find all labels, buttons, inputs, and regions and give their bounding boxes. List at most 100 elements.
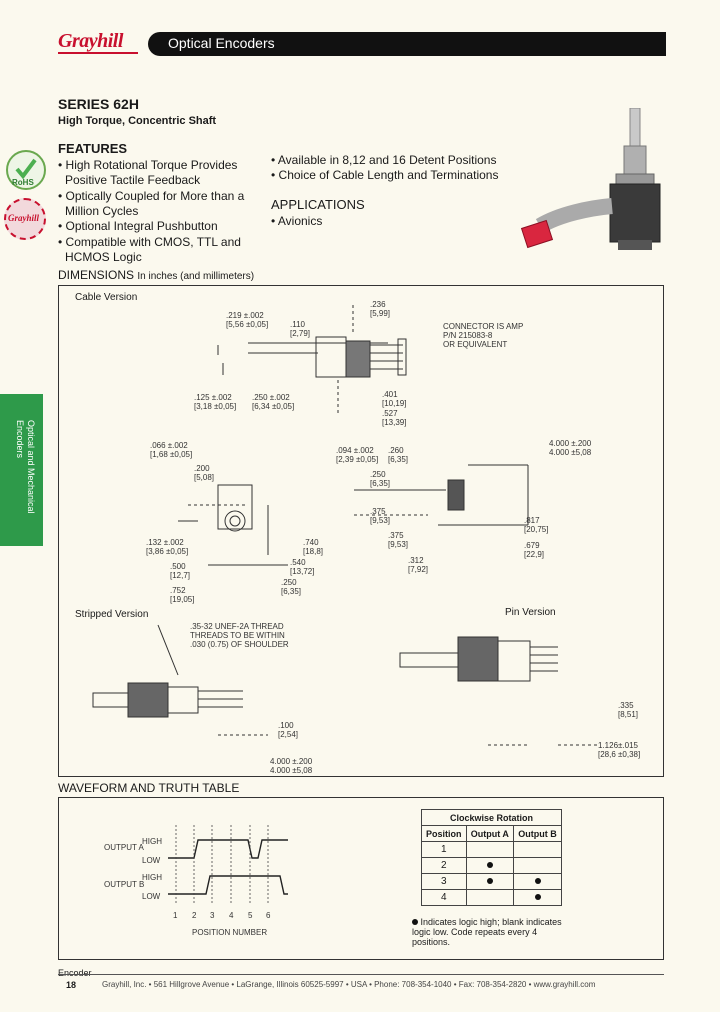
logic-high-dot (534, 878, 541, 884)
dim-label: .236[5,99] (370, 300, 391, 318)
pin-version-label: Pin Version (505, 607, 556, 618)
position-cell: 2 (421, 857, 467, 874)
stamp-label: Grayhill (8, 213, 40, 223)
features-heading: FEATURES (58, 141, 128, 156)
series-title: SERIES 62H (58, 96, 139, 112)
feature-line: • Optional Integral Pushbutton (58, 219, 218, 233)
series-subtitle: High Torque, Concentric Shaft (58, 115, 217, 127)
dim-label: .132 ±.002[3,86 ±0,05] (146, 538, 189, 556)
waveform-heading: WAVEFORM AND TRUTH TABLE (58, 781, 240, 795)
dim-label: 1.126±.015[28,6 ±0,38] (598, 741, 641, 759)
dimension-drawings (92, 305, 598, 746)
dim-label: .250[6,35] (281, 578, 302, 596)
table-row: 3 (421, 873, 562, 890)
low-label: LOW (142, 856, 161, 865)
output-a-cell (465, 841, 515, 858)
dim-label: .094 ±.002[2,39 ±0,05] (336, 446, 379, 464)
table-row: 1 (421, 841, 562, 858)
dimensions-units: In inches (and millimeters) (137, 271, 255, 282)
position-cell: 4 (421, 889, 467, 906)
dim-label: .219 ±.002[5,56 ±0,05] (226, 311, 269, 329)
footer-divider (58, 974, 664, 975)
quality-stamp-icon (4, 198, 46, 240)
application-item: • Avionics (271, 214, 323, 228)
dim-label: .401[10,19] (382, 390, 407, 408)
dim-label: .250 ±.002[6,34 ±0,05] (252, 393, 295, 411)
feature-line: Million Cycles (65, 204, 139, 218)
position-tick: 5 (248, 911, 253, 920)
output-b-cell (513, 889, 562, 906)
logic-high-dot (486, 862, 493, 868)
feature-line: HCMOS Logic (65, 250, 142, 264)
column-header: Output B (513, 825, 562, 842)
high-label: HIGH (142, 873, 162, 882)
dimensions-title: DIMENSIONS (58, 268, 135, 282)
output-a-cell (465, 873, 515, 890)
dim-label: .527[13,39] (382, 409, 407, 427)
logo-underline (58, 52, 138, 54)
position-cell: 3 (421, 873, 467, 890)
output-b-cell (513, 841, 562, 858)
logic-high-dot (412, 919, 418, 925)
dim-label: .250[6,35] (370, 470, 391, 488)
output-b-label: OUTPUT B (104, 880, 145, 889)
dim-label: .335[8,51] (618, 701, 639, 719)
position-tick: 6 (266, 911, 271, 920)
side-tab-line2: Encoders (15, 420, 25, 459)
truth-table-note: Indicates logic high; blank indicates lo… (412, 917, 564, 947)
logic-high-dot (534, 894, 541, 900)
dim-label: .066 ±.002[1,68 ±0,05] (150, 441, 193, 459)
table-row: 2 (421, 857, 562, 874)
applications-heading: APPLICATIONS (271, 197, 365, 212)
column-header: Position (421, 825, 467, 842)
waveform-diagram (168, 825, 288, 905)
grayhill-logo: Grayhill (58, 30, 123, 52)
position-axis-label: POSITION NUMBER (192, 928, 268, 937)
output-a-cell (465, 857, 515, 874)
output-a-cell (465, 889, 515, 906)
column-header: Output A (465, 825, 515, 842)
output-a-label: OUTPUT A (104, 843, 144, 852)
rohs-icon (6, 150, 46, 190)
position-tick: 4 (229, 911, 234, 920)
cable-version-label: Cable Version (75, 292, 138, 303)
dim-label: .375[9,53] (370, 507, 391, 525)
rohs-label: RoHS (12, 178, 34, 187)
feature-line: • Compatible with CMOS, TTL and (58, 235, 241, 249)
footer-address: Grayhill, Inc. • 561 Hillgrove Avenue • … (102, 980, 596, 989)
high-label: HIGH (142, 837, 162, 846)
dim-label: .312[7,92] (408, 556, 429, 574)
feature-line: Positive Tactile Feedback (65, 173, 201, 187)
table-row: 4 (421, 889, 562, 906)
feature-line: • Choice of Cable Length and Termination… (271, 168, 499, 182)
dim-label: .679[22,9] (524, 541, 545, 559)
side-tab-label: Optical and Mechanical Encoders (14, 420, 36, 514)
dim-label: .110[2,79] (290, 320, 311, 338)
output-b-cell (513, 857, 562, 874)
position-tick: 2 (192, 911, 197, 920)
low-label: LOW (142, 892, 161, 901)
dim-label: .100[2,54] (278, 721, 299, 739)
dim-label: .260[6,35] (388, 446, 409, 464)
dim-label: .200[5,08] (194, 464, 215, 482)
logic-high-dot (486, 878, 493, 884)
dim-label: .125 ±.002[3,18 ±0,05] (194, 393, 237, 411)
dim-label: .500[12,7] (170, 562, 191, 580)
feature-line: • Available in 8,12 and 16 Detent Positi… (271, 153, 497, 167)
dim-label: .752[19,05] (170, 586, 195, 604)
output-b-cell (513, 873, 562, 890)
page-number: 18 (66, 980, 77, 990)
dimensions-heading: DIMENSIONS In inches (and millimeters) (58, 268, 254, 282)
page-title: Optical Encoders (168, 35, 275, 51)
dim-label: .540[13,72] (290, 558, 315, 576)
waveform-frame (58, 797, 664, 960)
dim-label: .375[9,53] (388, 531, 409, 549)
position-tick: 1 (173, 911, 178, 920)
header-bar (148, 32, 666, 56)
truth-table-note-text: Indicates logic high; blank indicates lo… (412, 917, 562, 947)
stripped-version-label: Stripped Version (75, 609, 149, 620)
